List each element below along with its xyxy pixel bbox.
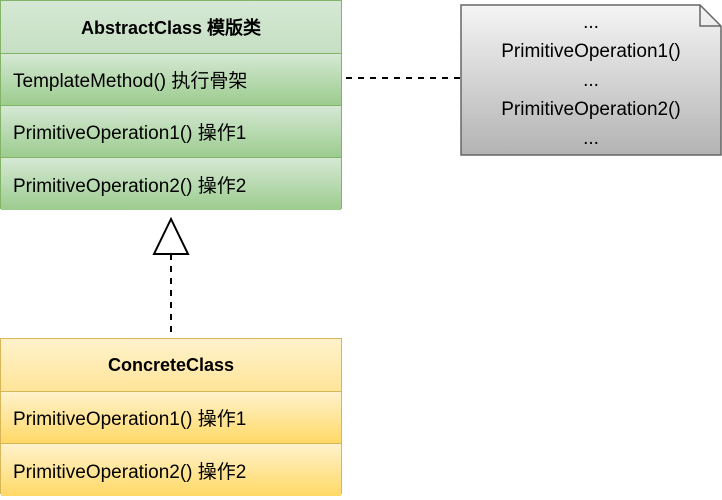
abstract-template-method: TemplateMethod() 执行骨架 [1, 54, 341, 106]
concrete-class-box[interactable]: ConcreteClass PrimitiveOperation1() 操作1 … [0, 338, 342, 496]
abstract-class-title: AbstractClass 模版类 [1, 1, 341, 54]
abstract-primitive-operation-2: PrimitiveOperation2() 操作2 [1, 158, 341, 210]
note-line: ... [583, 70, 599, 91]
note-line: ... [583, 128, 599, 149]
concrete-class-title: ConcreteClass [1, 339, 341, 392]
abstract-class-box[interactable]: AbstractClass 模版类 TemplateMethod() 执行骨架 … [0, 0, 342, 210]
note-line: PrimitiveOperation1() [501, 41, 681, 62]
concrete-primitive-operation-1: PrimitiveOperation1() 操作1 [1, 392, 341, 444]
note-shape [460, 4, 722, 156]
note-text: ... PrimitiveOperation1() ... PrimitiveO… [460, 8, 722, 153]
note-line: ... [583, 12, 599, 33]
note-box[interactable]: ... PrimitiveOperation1() ... PrimitiveO… [460, 4, 722, 156]
abstract-primitive-operation-1: PrimitiveOperation1() 操作1 [1, 106, 341, 158]
note-line: PrimitiveOperation2() [501, 99, 681, 120]
concrete-primitive-operation-2: PrimitiveOperation2() 操作2 [1, 444, 341, 496]
realization-arrowhead [152, 216, 190, 255]
